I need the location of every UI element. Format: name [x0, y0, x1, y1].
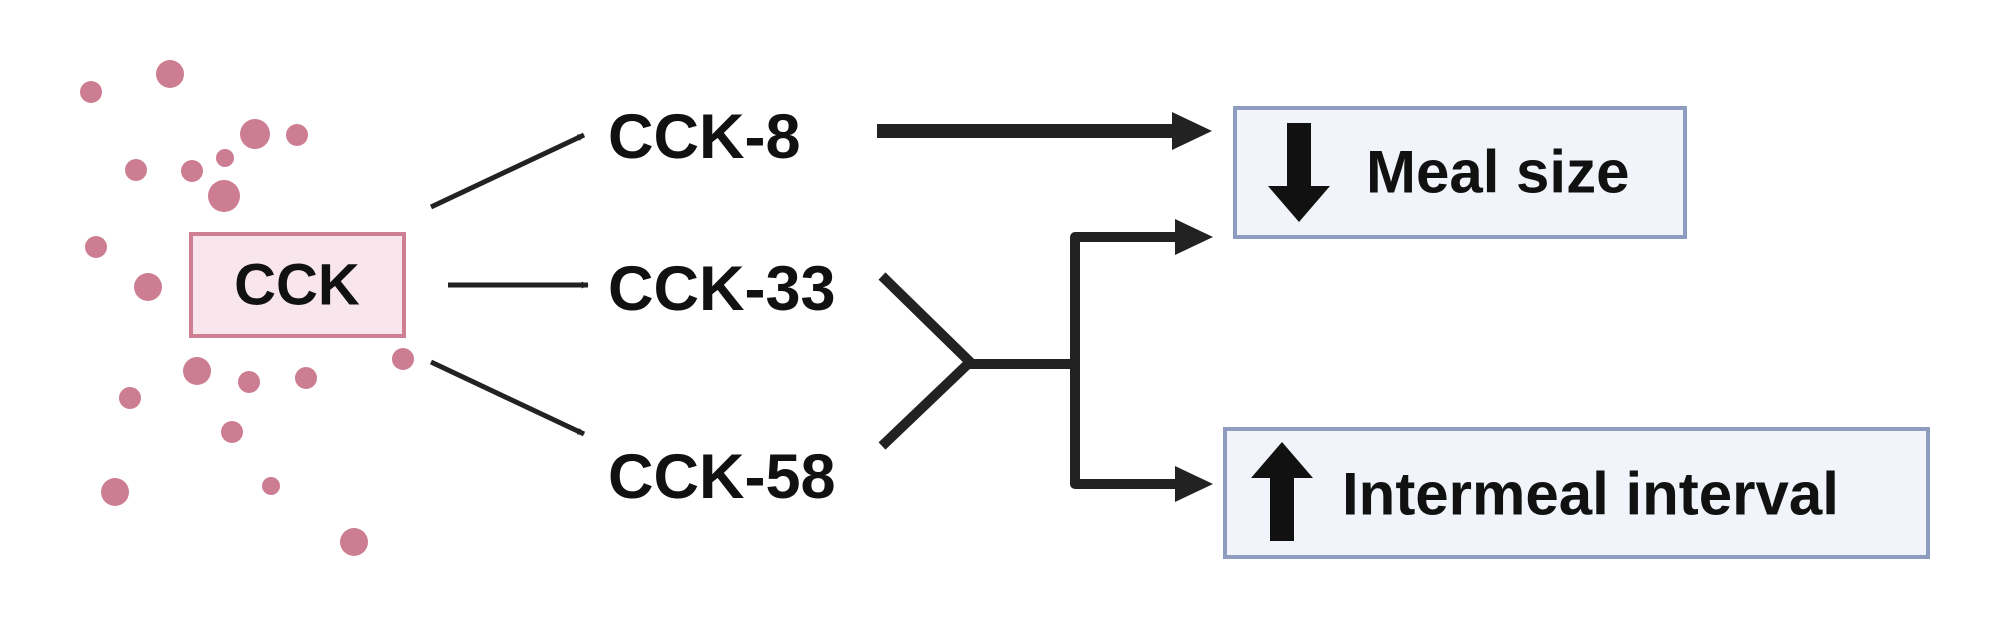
- peptide-particles: [80, 60, 414, 556]
- particle: [181, 160, 203, 182]
- arrowhead: [1172, 112, 1212, 150]
- intermeal-interval-label: Intermeal interval: [1342, 461, 1839, 528]
- branch-lines: [1070, 232, 1178, 489]
- merge-connector: [878, 232, 1178, 489]
- cck-8-effect-arrow: [877, 112, 1212, 150]
- particle: [125, 159, 147, 181]
- particle: [101, 478, 129, 506]
- arrow-to-cck-8: [429, 132, 586, 210]
- particle: [240, 119, 270, 149]
- meal-size-box: Meal size: [1233, 106, 1687, 239]
- particle: [156, 60, 184, 88]
- meal-size-label: Meal size: [1366, 139, 1629, 206]
- particle: [286, 124, 308, 146]
- particle: [119, 387, 141, 409]
- particle: [85, 236, 107, 258]
- arrowhead-meal-size: [1175, 219, 1213, 255]
- particle: [262, 477, 280, 495]
- particle: [221, 421, 243, 443]
- cck-box: [189, 232, 406, 338]
- particle: [134, 273, 162, 301]
- arrowhead-intermeal-interval: [1175, 466, 1213, 502]
- arrow-to-cck-58: [429, 359, 586, 437]
- cck-label: CCK: [234, 253, 360, 318]
- particle: [208, 180, 240, 212]
- source-arrows: [429, 132, 589, 437]
- up-arrow-icon: [1251, 442, 1313, 541]
- cck-forms: CCK-8 CCK-33 CCK-58: [608, 102, 836, 512]
- particle: [80, 81, 102, 103]
- particle: [216, 149, 234, 167]
- cck-node: CCK: [189, 232, 406, 338]
- particle: [392, 348, 414, 370]
- intermeal-interval-box: Intermeal interval: [1223, 427, 1930, 559]
- down-arrow-icon: [1268, 123, 1330, 222]
- particle: [183, 357, 211, 385]
- particle: [340, 528, 368, 556]
- cck-33-label: CCK-33: [608, 254, 836, 324]
- particle: [238, 371, 260, 393]
- cck-58-label: CCK-58: [608, 442, 836, 512]
- cck-8-label: CCK-8: [608, 102, 801, 172]
- particle: [295, 367, 317, 389]
- merge-lines: [878, 272, 975, 450]
